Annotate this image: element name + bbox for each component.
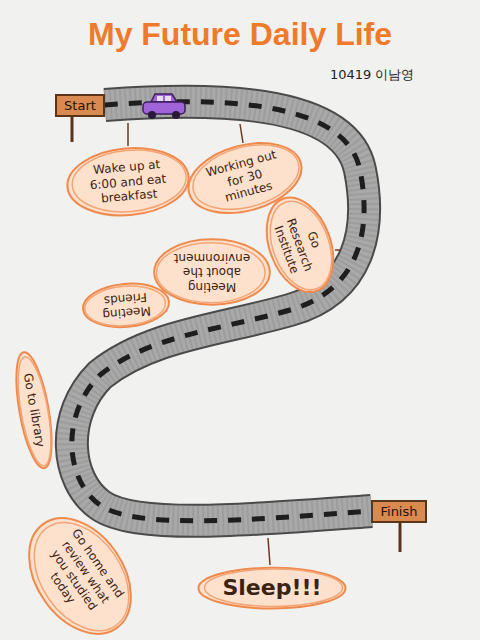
activity-bubble: Go to library bbox=[9, 348, 60, 471]
activity-text: Start bbox=[64, 98, 96, 113]
activity-text: Sleep!!! bbox=[219, 575, 325, 601]
activity-bubble: Meeting about the environment bbox=[153, 238, 271, 306]
sign-post bbox=[399, 523, 402, 552]
activity-bubble: Wake up at 6:00 and eat breakfast bbox=[63, 142, 193, 222]
student-id: 10419 이남영 bbox=[330, 66, 415, 84]
road-connector bbox=[72, 102, 372, 521]
activity-bubble: Meeting Friends bbox=[80, 279, 172, 331]
activity-bubble: Go Research Institute bbox=[253, 187, 347, 303]
road-sign: Finish bbox=[371, 500, 426, 523]
activity-text: Finish bbox=[380, 504, 417, 519]
activity-text: Go Research Institute bbox=[268, 206, 332, 285]
poster-title: My Future Daily Life bbox=[0, 16, 480, 53]
activity-text: Wake up at 6:00 and eat breakfast bbox=[80, 156, 175, 207]
activity-text: Meeting Friends bbox=[97, 288, 155, 322]
road-sign: Start bbox=[55, 94, 105, 117]
activity-text: Meeting about the environment bbox=[169, 250, 255, 293]
purple-car bbox=[143, 94, 185, 119]
activity-bubble: Sleep!!! bbox=[197, 567, 347, 609]
sign-post bbox=[71, 117, 74, 142]
